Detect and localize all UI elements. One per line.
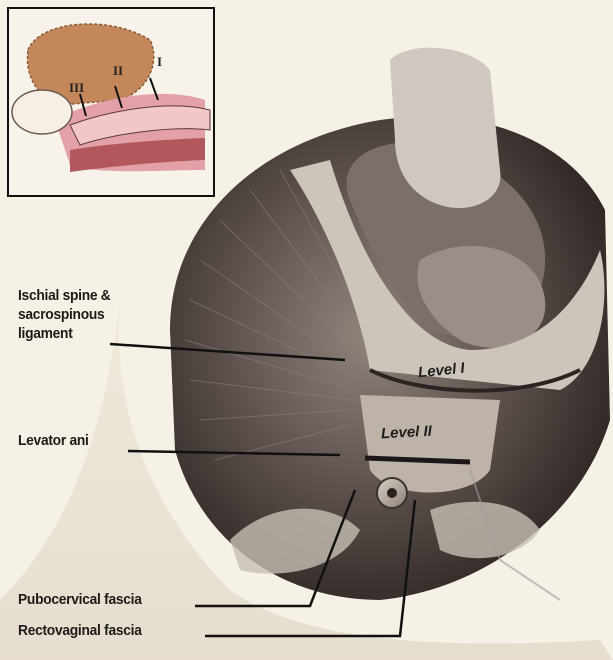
level-two-tube bbox=[360, 395, 500, 493]
label-pubocervical-fascia: Pubocervical fascia bbox=[18, 590, 142, 609]
label-levator-ani: Levator ani bbox=[18, 431, 89, 450]
inset-label-region-3: III bbox=[69, 80, 84, 96]
label-rectovaginal-fascia: Rectovaginal fascia bbox=[18, 621, 142, 640]
inset-label-region-1: I bbox=[157, 54, 162, 70]
label-sacrospinous: sacrospinous bbox=[18, 305, 104, 324]
label-ligament: ligament bbox=[18, 324, 73, 343]
inset-diagram bbox=[8, 8, 214, 196]
inset-label-region-2: II bbox=[113, 63, 123, 79]
cervix-os bbox=[387, 488, 397, 498]
label-ischial-spine: Ischial spine & bbox=[18, 286, 111, 305]
level-two-label: Level II bbox=[381, 423, 433, 443]
inset-bladder bbox=[12, 90, 72, 134]
